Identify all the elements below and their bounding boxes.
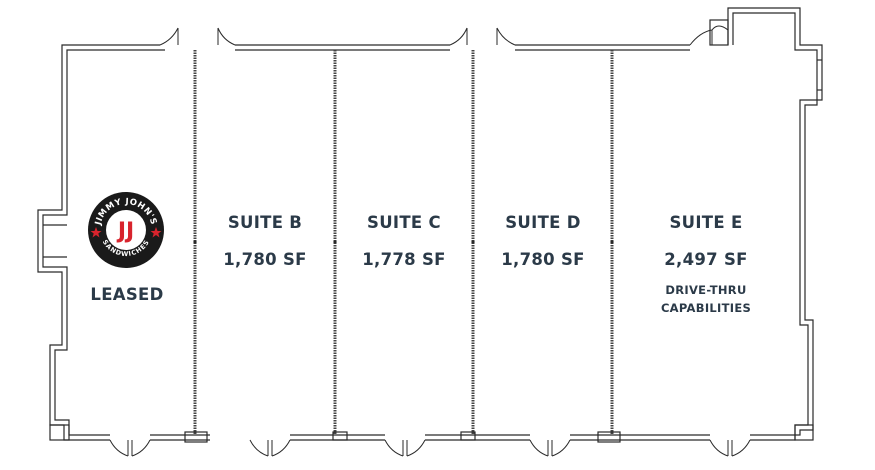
suite-d-label: SUITE D 1,780 SF	[501, 213, 585, 269]
suite-c-label: SUITE C 1,778 SF	[362, 213, 446, 269]
suite-b-label: SUITE B 1,780 SF	[223, 213, 307, 269]
suite-c-name: SUITE C	[367, 213, 441, 232]
suite-d-area: 1,780 SF	[501, 250, 585, 269]
suite-e-label: SUITE E 2,497 SF DRIVE-THRU CAPABILITIES	[661, 213, 751, 317]
suite-d-name: SUITE D	[505, 213, 581, 232]
suite-e-area: 2,497 SF	[664, 250, 748, 269]
suite-c-area: 1,778 SF	[362, 250, 446, 269]
leased-label: LEASED	[90, 285, 164, 304]
suite-b-area: 1,780 SF	[223, 250, 307, 269]
jimmy-johns-logo: JIMMY JOHN'S SANDWICHES JJ	[88, 192, 164, 268]
suite-e-note-line1: DRIVE-THRU	[665, 283, 747, 297]
suite-a-status: LEASED	[90, 285, 163, 304]
door-swings	[109, 25, 751, 457]
wall-markers	[193, 240, 614, 244]
suite-e-note-line2: CAPABILITIES	[660, 301, 752, 315]
exterior-walls	[37, 7, 823, 443]
suite-b-name: SUITE B	[227, 213, 303, 232]
svg-text:JJ: JJ	[116, 219, 134, 244]
suite-e-name: SUITE E	[669, 213, 743, 232]
